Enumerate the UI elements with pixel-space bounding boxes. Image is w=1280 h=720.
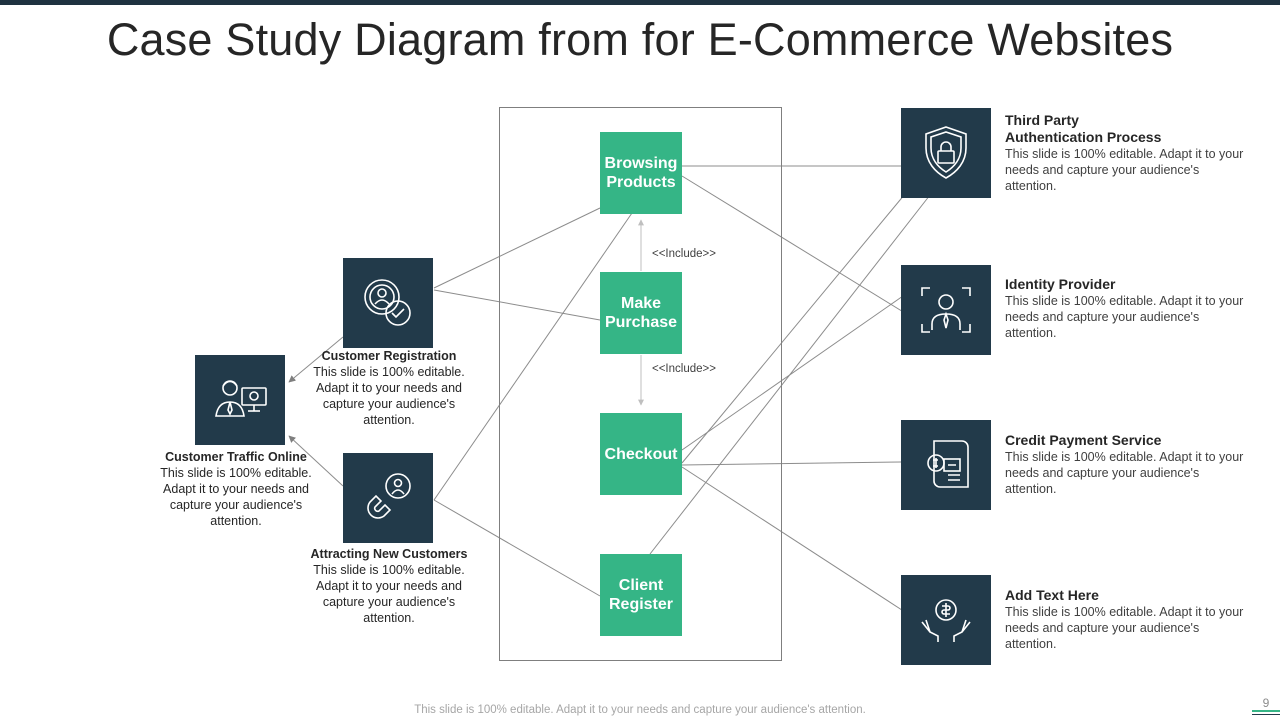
credit-payment-icon-box	[901, 420, 991, 510]
person-focus-icon	[921, 287, 971, 333]
identity-provider-title: Identity Provider	[1005, 276, 1116, 292]
third-party-icon-box	[901, 108, 991, 198]
line-checkout-thirdparty	[681, 193, 906, 464]
attracting-customers-desc: This slide is 100% editable. Adapt it to…	[313, 563, 465, 625]
customer-registration-icon-box	[343, 258, 433, 348]
identity-provider-label: Identity Provider This slide is 100% edi…	[1005, 276, 1245, 341]
include-label-1: <<Include>>	[652, 248, 716, 260]
line-checkout-credit	[681, 461, 902, 466]
add-text-title: Add Text Here	[1005, 587, 1099, 603]
add-text-label: Add Text Here This slide is 100% editabl…	[1005, 587, 1245, 652]
use-case-make-purchase[interactable]: Make Purchase	[600, 272, 682, 354]
add-text-desc: This slide is 100% editable. Adapt it to…	[1005, 605, 1244, 651]
customer-registration-desc: This slide is 100% editable. Adapt it to…	[313, 365, 465, 427]
customer-traffic-title: Customer Traffic Online	[165, 450, 307, 464]
line-browsing-identity	[681, 175, 906, 314]
credit-payment-label: Credit Payment Service This slide is 100…	[1005, 432, 1245, 497]
page-number-accent-line	[1252, 710, 1280, 712]
magnet-user-icon	[367, 473, 411, 519]
line-attracting-to-traffic	[288, 435, 344, 487]
businessman-monitor-icon	[215, 380, 267, 417]
customer-traffic-label: Customer Traffic Online This slide is 10…	[155, 449, 317, 529]
customer-traffic-desc: This slide is 100% editable. Adapt it to…	[160, 466, 312, 528]
user-check-icon	[364, 279, 411, 326]
identity-provider-icon-box	[901, 265, 991, 355]
third-party-label: Third Party Authentication Process This …	[1005, 112, 1245, 194]
add-text-icon-box	[901, 575, 991, 665]
credit-payment-desc: This slide is 100% editable. Adapt it to…	[1005, 450, 1244, 496]
attracting-customers-title: Attracting New Customers	[310, 547, 468, 561]
include-label-2: <<Include>>	[652, 363, 716, 375]
line-register-thirdparty	[649, 194, 931, 555]
footer-note: This slide is 100% editable. Adapt it to…	[414, 704, 866, 716]
top-bar	[0, 0, 1280, 5]
third-party-title: Third Party Authentication Process	[1005, 112, 1162, 145]
line-registration-browsing	[433, 207, 601, 289]
line-attracting-browsing	[433, 212, 633, 501]
customer-traffic-icon-box	[195, 355, 285, 445]
line-registration-purchase	[433, 289, 601, 321]
hands-dollar-icon	[921, 599, 971, 642]
credit-payment-title: Credit Payment Service	[1005, 432, 1162, 448]
system-boundary	[499, 107, 782, 661]
page-number: 9	[1262, 696, 1270, 710]
line-attracting-register	[433, 499, 601, 597]
customer-registration-title: Customer Registration	[321, 349, 457, 363]
payment-receipt-icon	[927, 440, 969, 488]
identity-provider-desc: This slide is 100% editable. Adapt it to…	[1005, 294, 1244, 340]
line-checkout-identity	[681, 295, 904, 451]
attracting-customers-icon-box	[343, 453, 433, 543]
use-case-client-register[interactable]: Client Register	[600, 554, 682, 636]
attracting-customers-label: Attracting New Customers This slide is 1…	[308, 546, 470, 626]
line-registration-to-traffic	[288, 336, 344, 383]
page-number-dark-line	[1252, 714, 1280, 715]
customer-registration-label: Customer Registration This slide is 100%…	[308, 348, 470, 428]
line-checkout-addtext	[681, 466, 906, 613]
use-case-browsing-products[interactable]: Browsing Products	[600, 132, 682, 214]
third-party-desc: This slide is 100% editable. Adapt it to…	[1005, 147, 1244, 193]
use-case-checkout[interactable]: Checkout	[600, 413, 682, 495]
page-title: Case Study Diagram from for E-Commerce W…	[106, 14, 1174, 65]
shield-lock-icon	[925, 126, 967, 179]
